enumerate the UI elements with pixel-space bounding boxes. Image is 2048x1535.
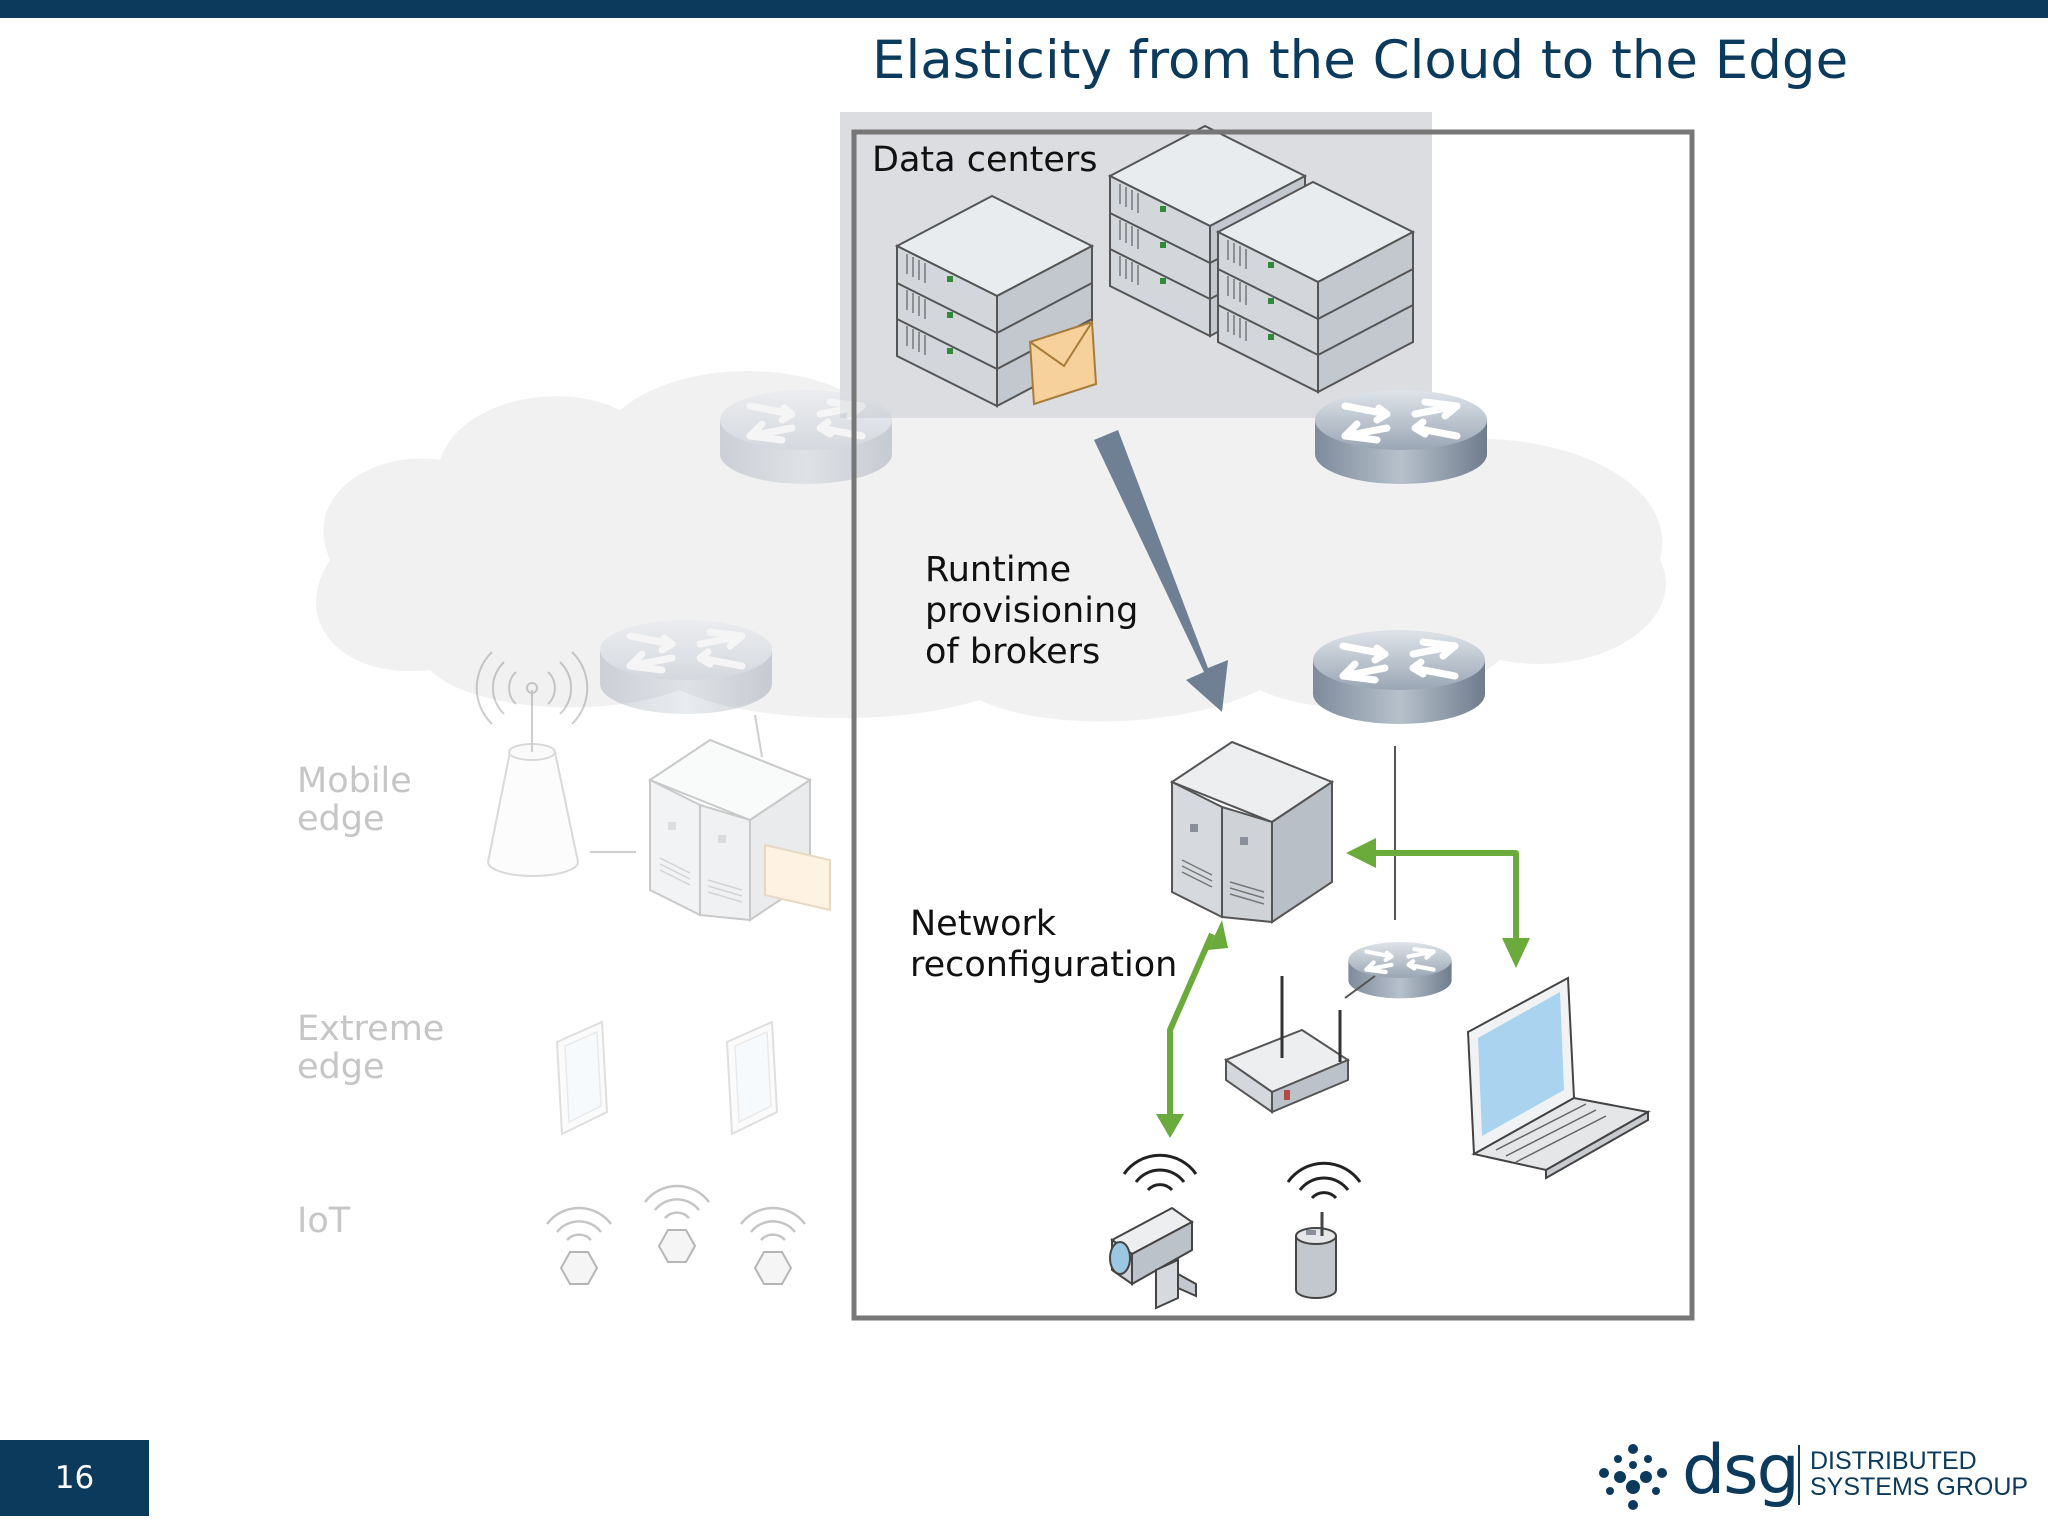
faded-left-elements [475, 390, 892, 1135]
edge-server-icon [1171, 741, 1333, 923]
logo-text-line1: DISTRIBUTED [1810, 1447, 1977, 1475]
page-number-text: 16 [54, 1460, 95, 1496]
tablet-icon [726, 1021, 778, 1135]
reconfiguration-label: Network reconfiguration [910, 904, 1178, 985]
iot-sensor-icon [545, 1206, 613, 1286]
mobile-edge-label: Mobile edge [297, 761, 412, 839]
cell-tower-icon [475, 651, 589, 877]
top-bar [0, 0, 2048, 18]
iot-sensor-icon [739, 1206, 807, 1286]
iot-sensor-icon [643, 1184, 711, 1264]
extreme-edge-label: Extreme edge [297, 1009, 445, 1087]
slide-title: Elasticity from the Cloud to the Edge [872, 30, 1849, 91]
wifi-router-icon [1223, 976, 1351, 1114]
highlight-frame [851, 129, 1695, 1321]
page-number: 16 [0, 1440, 149, 1516]
reconfiguration-arrow [1167, 850, 1519, 1118]
dsg-logo: dsg DISTRIBUTED SYSTEMS GROUP [1590, 1431, 2028, 1517]
router-icon [1313, 630, 1485, 724]
logo-text-line2: SYSTEMS GROUP [1810, 1473, 2029, 1501]
tablet-icon [556, 1021, 608, 1135]
logo-divider [1798, 1445, 1800, 1505]
router-icon [1348, 942, 1451, 998]
laptop-icon [1466, 976, 1651, 1180]
logo-wordmark: dsg [1682, 1431, 1800, 1510]
data-centers-label: Data centers [872, 140, 1098, 180]
provisioning-label: Runtime provisioning of brokers [925, 550, 1139, 672]
router-icon [720, 390, 892, 484]
camera-icon [1109, 1153, 1198, 1310]
envelope-icon [764, 843, 831, 912]
faded-iot-nodes [545, 1184, 807, 1286]
iot-sensor-icon [1286, 1161, 1362, 1299]
provisioning-arrow [1094, 430, 1228, 712]
iot-label: IoT [297, 1201, 351, 1241]
router-icon [600, 620, 772, 714]
router-icon [1315, 390, 1487, 484]
dsg-dots-icon [1599, 1444, 1667, 1510]
